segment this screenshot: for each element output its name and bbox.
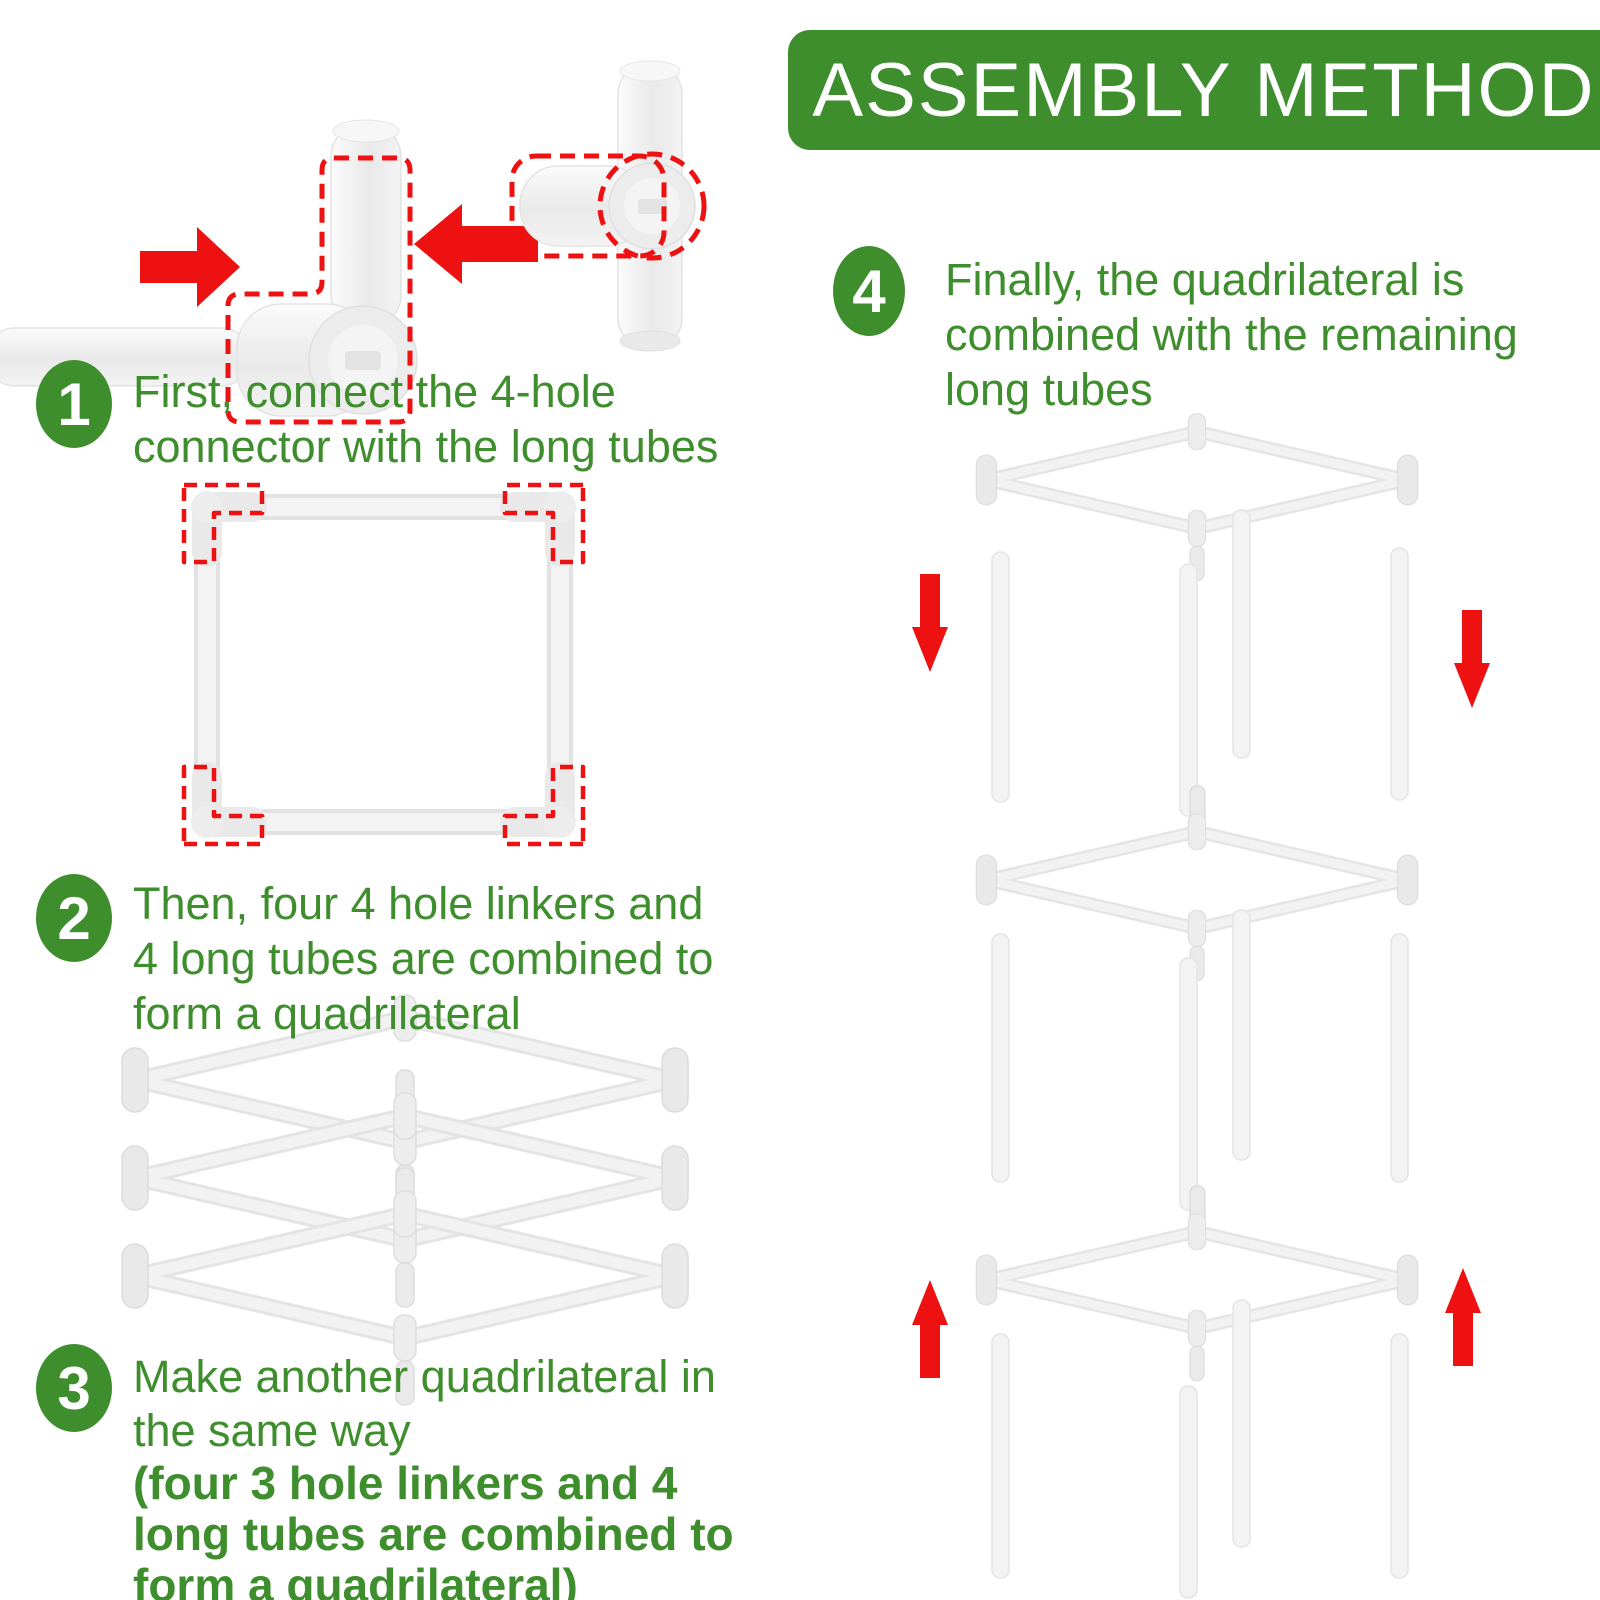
- stacked-frames-illustration: [122, 995, 688, 1405]
- loose-tubes-middle: [991, 909, 1409, 1211]
- step-text-line: connector with the long tubes: [133, 421, 719, 472]
- step-4-number: 4: [852, 257, 886, 325]
- step-2-text: Then, four 4 hole linkers and 4 long tub…: [133, 876, 713, 1041]
- four-hole-connector: [519, 60, 696, 352]
- red-arrow-left-icon: [414, 204, 538, 284]
- step-text-note-line: long tubes are combined to: [133, 1508, 734, 1560]
- bottom-frame: [976, 1214, 1417, 1381]
- step-2-number: 2: [57, 884, 91, 952]
- red-arrow-right-icon: [140, 227, 240, 307]
- red-arrow-down-right-icon: [1454, 610, 1490, 708]
- square-frame-illustration: [181, 482, 586, 847]
- step-1-text: First, connect the 4-hole connector with…: [133, 364, 718, 474]
- step-4-badge: 4: [833, 246, 905, 336]
- assembly-stack-illustration: [912, 414, 1490, 1599]
- loose-tubes-lower: [991, 1299, 1409, 1599]
- socket-dashed-highlight: [509, 153, 667, 259]
- step-text-note-line: form a quadrilateral): [133, 1559, 578, 1600]
- red-arrow-up-right-icon: [1445, 1268, 1481, 1366]
- step-text-line: the same way: [133, 1405, 411, 1456]
- step-text-line: long tubes: [945, 364, 1153, 415]
- corner-dashed-highlights: [181, 482, 586, 847]
- elbow-dashed-highlight: [225, 155, 413, 425]
- step-text-line: Finally, the quadrilateral is: [945, 254, 1465, 305]
- step-text-line: Then, four 4 hole linkers and: [133, 878, 704, 929]
- step-text-line: form a quadrilateral: [133, 988, 521, 1039]
- corner-connectors: [192, 492, 575, 837]
- step-3-badge: 3: [36, 1344, 112, 1432]
- step-3-number: 3: [57, 1354, 91, 1422]
- banner-title: ASSEMBLY METHOD: [812, 47, 1596, 133]
- step-text-note-line: (four 3 hole linkers and 4: [133, 1457, 678, 1509]
- step-text-line: 4 long tubes are combined to: [133, 933, 714, 984]
- banner: ASSEMBLY METHOD: [788, 30, 1600, 150]
- top-frame: [976, 414, 1417, 581]
- middle-frame: [976, 814, 1417, 981]
- step-1-number: 1: [57, 370, 91, 438]
- red-arrow-up-left-icon: [912, 1280, 948, 1378]
- connector-demo-illustration: [0, 60, 707, 425]
- loose-tubes-upper: [991, 509, 1409, 817]
- elbow-connector: [236, 119, 418, 417]
- step-1-badge: 1: [36, 360, 112, 448]
- socket-face-dashed-highlight: [597, 151, 707, 261]
- red-arrow-down-left-icon: [912, 574, 948, 672]
- step-text-line: combined with the remaining: [945, 309, 1518, 360]
- step-4-text: Finally, the quadrilateral is combined w…: [945, 252, 1518, 417]
- step-text-line: Make another quadrilateral in: [133, 1351, 716, 1402]
- step-3-text: Make another quadrilateral in the same w…: [133, 1350, 734, 1600]
- step-2-badge: 2: [36, 874, 112, 962]
- step-text-line: First, connect the 4-hole: [133, 366, 616, 417]
